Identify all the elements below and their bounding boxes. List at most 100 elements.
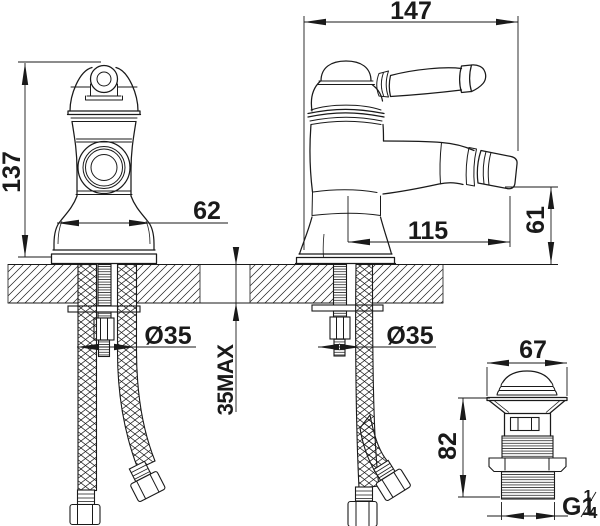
side-dome-rim	[307, 108, 385, 118]
overflow-slot-dividers	[517, 417, 532, 431]
dim-hole-left-label: Ø35	[144, 322, 191, 350]
front-mounting-hardware	[67, 263, 141, 358]
side-dome-seam	[310, 104, 382, 111]
dim-overall-length-label: 147	[390, 0, 432, 25]
handle-tip	[470, 64, 487, 93]
knob-collar	[85, 83, 123, 101]
side-base-rim	[294, 253, 397, 265]
handle-grip	[388, 67, 463, 98]
dome-rim	[66, 110, 142, 116]
side-bell	[298, 216, 393, 255]
hose-nut-facets	[136, 473, 160, 500]
drain-cap-dome	[502, 370, 552, 383]
mounting-stud	[97, 311, 112, 319]
spout-joint-band	[465, 147, 477, 187]
drain-cap-rims	[496, 381, 558, 396]
side-supply-hoses	[347, 263, 411, 526]
drain-flange	[486, 396, 568, 402]
base-rim	[50, 249, 158, 265]
dim-drain-height-label: 82	[434, 432, 462, 460]
body-outline	[71, 120, 137, 197]
front-supply-hoses	[69, 263, 166, 526]
aerator-bands	[482, 151, 492, 186]
overflow-slot	[509, 416, 540, 432]
mounting-nut-facets	[336, 316, 344, 340]
mounting-nut-facets	[100, 317, 108, 341]
mounting-nut	[329, 316, 351, 340]
handle-ring	[459, 64, 473, 94]
hose-ferrule	[76, 489, 96, 506]
drain-body	[503, 412, 552, 437]
dim-height: 137	[0, 61, 101, 258]
dim-drain-width-label: 67	[519, 336, 547, 364]
side-knob-flange	[317, 80, 375, 85]
drain-funnel-inner	[493, 400, 561, 413]
dim-deck-thickness: 35MAX	[213, 247, 240, 416]
dim-drain-thread-denominator: 4	[589, 505, 598, 522]
mounting-stud	[97, 263, 112, 308]
dim-base-width: 62	[57, 197, 228, 227]
outlet-ring	[77, 140, 131, 195]
braided-hose	[77, 263, 98, 492]
dim-hole-right: Ø35	[318, 322, 436, 351]
hose-nut	[375, 468, 411, 502]
dim-deck-thickness-label: 35MAX	[213, 344, 238, 416]
deck-hatch	[8, 265, 78, 303]
hose-ferrule-ribs	[130, 464, 150, 480]
fraction-slash	[580, 491, 597, 518]
mounting-stud	[332, 310, 348, 318]
bell-outline	[53, 195, 155, 251]
dim-outlet-height: 61	[443, 186, 558, 265]
deck-hatch	[250, 265, 333, 303]
side-mounting-hardware	[311, 263, 384, 357]
dim-drain-width: 67	[486, 336, 568, 396]
dim-hole-right-label: Ø35	[386, 322, 433, 350]
outlet-ring	[90, 154, 118, 181]
hose-nut	[69, 503, 101, 526]
hose-nut-facets	[355, 501, 370, 526]
drain-upper-thread	[501, 435, 554, 459]
drain-fitting	[486, 370, 568, 500]
outlet-ring	[85, 148, 123, 187]
dim-spout-reach-label: 115	[408, 217, 448, 245]
dim-outlet-height-label: 61	[522, 206, 550, 234]
drain-locknut-facets	[504, 457, 550, 471]
mounting-deck-section	[7, 264, 444, 304]
side-neck-rings	[309, 116, 383, 125]
neck-rings	[70, 117, 138, 122]
dim-drain-thread: G1 1 4	[487, 488, 598, 522]
spout-top-edge	[382, 140, 475, 152]
dim-height-label: 137	[0, 151, 26, 193]
deck-hatch	[137, 265, 200, 303]
side-view-faucet	[294, 60, 518, 265]
dim-drain-thread-numerator: 1	[584, 488, 593, 505]
spout-bottom-edge	[382, 182, 464, 195]
side-body-rings	[311, 189, 381, 216]
outlet-ring	[82, 146, 126, 189]
hose-ferrule-ribs	[355, 490, 373, 499]
deck-hatch	[373, 265, 443, 303]
hose-nut	[347, 500, 378, 526]
deck-edges	[7, 264, 444, 303]
hose-nut-facets	[77, 504, 93, 525]
mounting-stud	[332, 263, 348, 307]
dim-drain-thread-label: G1	[562, 493, 595, 521]
mounting-stud-end	[97, 339, 111, 358]
hose-ferrule-ribs	[375, 463, 394, 479]
dim-base-width-label: 62	[193, 197, 221, 225]
drain-locknut	[488, 457, 567, 473]
hose-ferrule-ribs	[77, 493, 95, 502]
top-knob-inner	[96, 71, 112, 87]
dome-body	[69, 66, 139, 112]
drain-funnel	[488, 399, 566, 415]
side-dome	[310, 80, 384, 112]
side-body-outline	[309, 123, 385, 193]
hose-nut	[130, 471, 166, 502]
hose-angled-fitting	[128, 460, 166, 502]
bell-transition	[75, 190, 133, 195]
drain-lower-thread	[500, 470, 556, 500]
dim-hole-left: Ø35	[77, 322, 196, 351]
side-bell-form-line	[322, 233, 325, 259]
